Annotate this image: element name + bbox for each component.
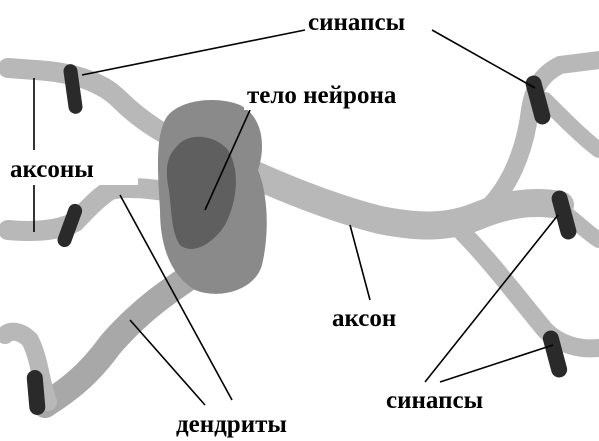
- pointer-dendrites-b: [130, 320, 205, 405]
- label-axon: аксон: [332, 305, 396, 332]
- label-synapses-top: синапсы: [308, 9, 405, 36]
- axon-branch-down: [460, 230, 599, 348]
- pointer-axon: [350, 225, 370, 300]
- processes: [5, 60, 599, 405]
- label-dendrites: дендриты: [176, 411, 287, 438]
- pointer-synapses-bottom-middle: [425, 215, 558, 382]
- label-axons: аксоны: [10, 156, 94, 183]
- pointer-synapses-top-right: [432, 30, 535, 88]
- neuron-body: [158, 100, 267, 294]
- label-neuron-body: тело нейрона: [247, 82, 397, 109]
- pointer-synapses-bottom-right: [440, 345, 553, 382]
- axon-branch-up-right: [545, 100, 599, 150]
- dendrite-lower-left: [45, 270, 200, 405]
- pointer-synapses-top-left: [82, 30, 305, 75]
- label-synapses-bottom: синапсы: [386, 387, 483, 414]
